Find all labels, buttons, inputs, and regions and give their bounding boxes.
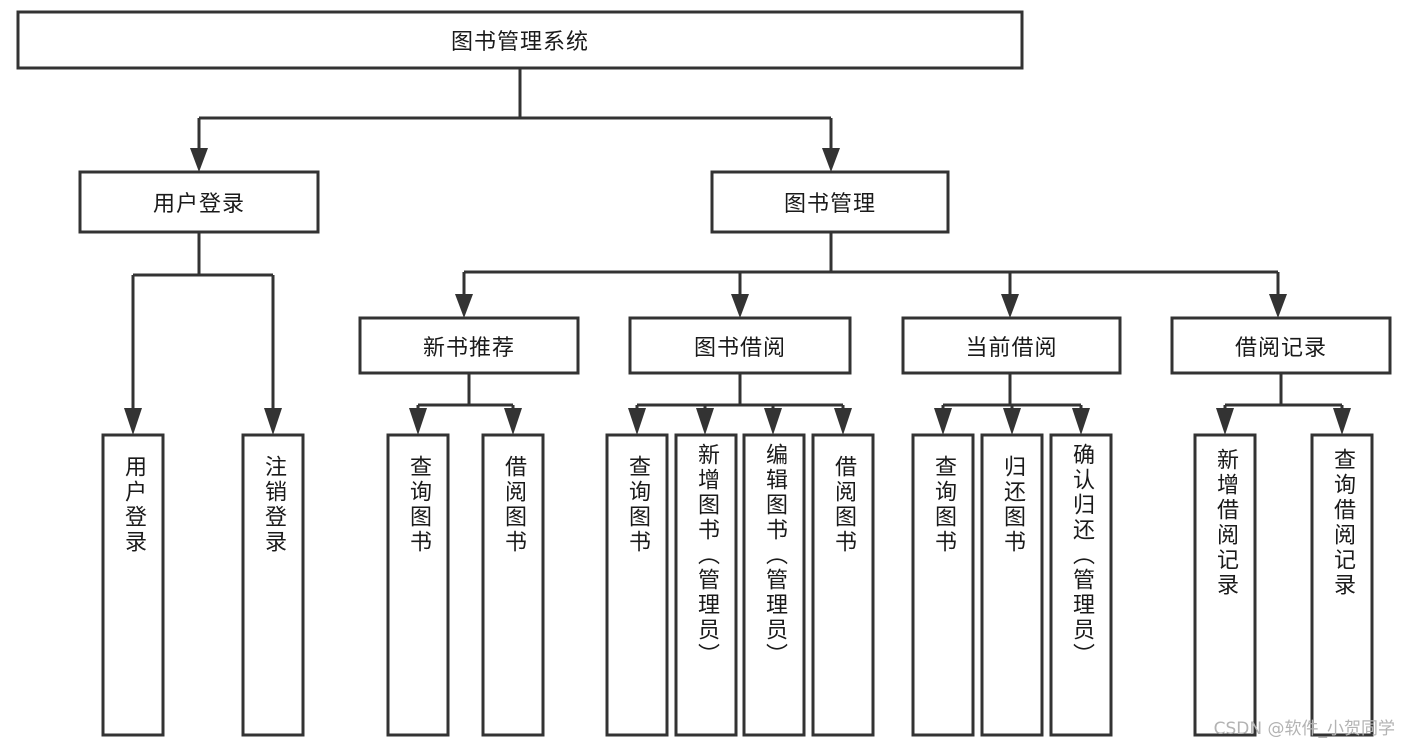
node-box-leaf-query-book-3[interactable] (911, 433, 975, 737)
arrow-head-borrow-record (1269, 294, 1287, 318)
node-box-leaf-add-record[interactable] (1193, 433, 1257, 737)
arrow-head-current-borrow (1001, 294, 1019, 318)
arrow-head-book-borrow (731, 294, 749, 318)
node-box-book-management[interactable] (710, 170, 950, 234)
arrow-head-book-management (822, 148, 840, 172)
node-box-leaf-edit-book[interactable] (742, 433, 806, 737)
connector-group-current-borrow-to-leaves (934, 373, 1090, 435)
node-box-leaf-add-book[interactable] (674, 433, 738, 737)
arrow-head-leaf-confirm-return (1072, 408, 1090, 435)
node-box-leaf-user-login[interactable] (101, 433, 165, 737)
connector-group-book-borrow-to-leaves (628, 373, 852, 435)
node-box-book-borrow[interactable] (628, 316, 852, 375)
arrow-head-leaf-edit-book (764, 408, 782, 435)
arrow-head-leaf-borrow-book-1 (504, 408, 522, 435)
connector-group-user-login-to-leaves (124, 232, 282, 435)
node-box-leaf-logout[interactable] (241, 433, 305, 737)
connector-group-borrow-record-to-leaves (1216, 373, 1351, 435)
arrow-head-new-book (455, 294, 473, 318)
node-box-leaf-return-book[interactable] (980, 433, 1044, 737)
arrow-head-leaf-query-book-1 (409, 408, 427, 435)
node-box-leaf-query-record[interactable] (1310, 433, 1374, 737)
arrow-head-leaf-add-record (1216, 408, 1234, 435)
node-box-leaf-query-book-1[interactable] (386, 433, 450, 737)
arrow-head-leaf-query-record (1333, 408, 1351, 435)
connector-group-new-book-to-leaves (409, 373, 522, 435)
arrow-head-leaf-query-book-2 (628, 408, 646, 435)
arrow-head-leaf-user-login (124, 408, 142, 435)
node-box-leaf-borrow-book-2[interactable] (811, 433, 875, 737)
node-box-leaf-confirm-return[interactable] (1049, 433, 1113, 737)
node-box-current-borrow[interactable] (901, 316, 1122, 375)
node-box-root[interactable] (16, 10, 1024, 70)
arrow-head-user-login (190, 148, 208, 172)
node-box-leaf-query-book-2[interactable] (605, 433, 669, 737)
arrow-head-leaf-return-book (1003, 408, 1021, 435)
arrow-head-leaf-borrow-book-2 (834, 408, 852, 435)
arrow-head-leaf-add-book (696, 408, 714, 435)
node-box-leaf-borrow-book-1[interactable] (481, 433, 545, 737)
node-box-user-login[interactable] (78, 170, 320, 234)
node-box-new-book-recommend[interactable] (358, 316, 580, 375)
node-box-borrow-record[interactable] (1170, 316, 1392, 375)
connector-group-book-management-to-level2 (455, 232, 1287, 318)
arrow-head-leaf-query-book-3 (934, 408, 952, 435)
connector-group-root-to-level1 (190, 68, 840, 172)
arrow-head-leaf-logout (264, 408, 282, 435)
